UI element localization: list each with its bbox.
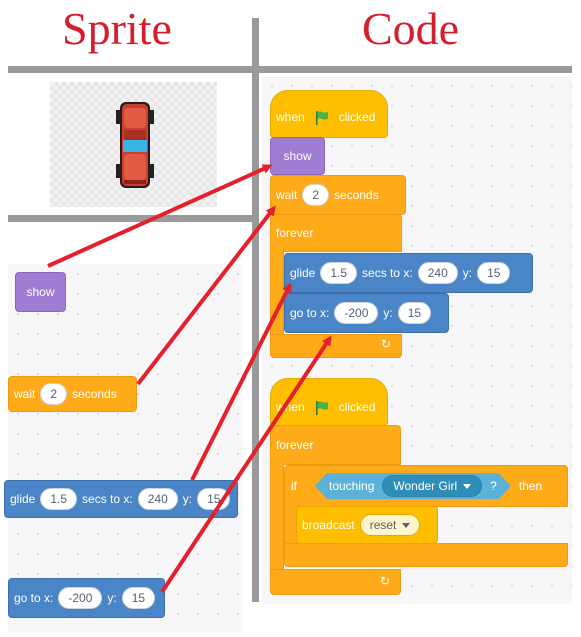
show-label: show xyxy=(283,149,312,163)
when-label: when xyxy=(276,400,305,414)
sprite-heading: Sprite xyxy=(62,3,172,54)
code-wait-block[interactable]: wait 2 seconds xyxy=(270,175,406,215)
goto-label: go to x: xyxy=(290,306,330,320)
y-label: y: xyxy=(383,306,393,320)
message-label: reset xyxy=(369,518,397,532)
glide-secs-input[interactable]: 1.5 xyxy=(40,488,78,510)
chevron-down-icon xyxy=(402,522,411,528)
goto-y-input[interactable]: 15 xyxy=(397,302,432,324)
when-flag-clicked-hat[interactable]: when clicked xyxy=(270,90,388,138)
glide-y-input[interactable]: 15 xyxy=(477,262,511,284)
glide-secs-input[interactable]: 1.5 xyxy=(320,262,358,284)
goto-x-input[interactable]: -200 xyxy=(58,587,103,609)
touching-target-dropdown[interactable]: Wonder Girl xyxy=(382,475,482,497)
when-flag-clicked-hat-2[interactable]: when clicked xyxy=(270,378,388,426)
sprite-glide-block[interactable]: glide 1.5 secs to x: 240 y: 15 xyxy=(4,480,238,518)
clicked-label: clicked xyxy=(338,400,376,414)
forever-1-footer: ↻ xyxy=(270,334,402,358)
wait-label: wait xyxy=(14,387,36,401)
broadcast-label: broadcast xyxy=(302,518,355,532)
when-label: when xyxy=(276,110,305,124)
goto-x-input[interactable]: -200 xyxy=(334,302,379,324)
sprite-blocks-panel xyxy=(8,264,242,632)
wait-seconds-input[interactable]: 2 xyxy=(302,184,330,206)
y-label: y: xyxy=(182,492,193,506)
broadcast-block[interactable]: broadcast reset xyxy=(296,506,438,544)
loop-arrow-icon: ↻ xyxy=(379,574,390,588)
touching-label: touching xyxy=(329,479,375,493)
question-mark: ? xyxy=(490,479,497,493)
green-flag-icon xyxy=(314,110,330,125)
y-label: y: xyxy=(107,591,117,605)
then-label: then xyxy=(518,479,543,493)
vertical-divider xyxy=(252,18,259,602)
goto-label: go to x: xyxy=(14,591,54,605)
chevron-down-icon xyxy=(463,484,471,489)
seconds-label: seconds xyxy=(334,188,379,202)
code-glide-block[interactable]: glide 1.5 secs to x: 240 y: 15 xyxy=(284,253,533,293)
glide-x-input[interactable]: 240 xyxy=(137,488,178,510)
clicked-label: clicked xyxy=(338,110,376,124)
secs-to-label: secs to x: xyxy=(82,492,133,506)
sprite-wait-block[interactable]: wait 2 seconds xyxy=(8,376,137,412)
glide-x-input[interactable]: 240 xyxy=(417,262,458,284)
forever-2-arm xyxy=(270,463,284,571)
green-flag-icon xyxy=(314,400,330,415)
code-heading: Code xyxy=(362,3,460,54)
sprite-stage xyxy=(50,82,217,207)
code-show-block[interactable]: show xyxy=(270,137,325,175)
red-car-sprite xyxy=(116,102,154,188)
if-footer xyxy=(284,543,568,567)
y-label: y: xyxy=(462,266,473,280)
loop-arrow-icon: ↻ xyxy=(380,337,391,351)
secs-to-label: secs to x: xyxy=(362,266,413,280)
broadcast-message-dropdown[interactable]: reset xyxy=(359,514,421,536)
sprite-show-block[interactable]: show xyxy=(15,272,66,312)
glide-y-input[interactable]: 15 xyxy=(197,488,231,510)
forever-label: forever xyxy=(276,226,314,240)
seconds-label: seconds xyxy=(72,387,117,401)
forever-block-1[interactable]: forever xyxy=(270,214,402,252)
glide-label: glide xyxy=(10,492,36,506)
forever-2-footer: ↻ xyxy=(270,569,401,595)
forever-block-2[interactable]: forever xyxy=(270,425,401,465)
forever-label: forever xyxy=(276,438,314,452)
forever-1-arm xyxy=(270,250,284,336)
code-goto-block[interactable]: go to x: -200 y: 15 xyxy=(284,293,449,333)
glide-label: glide xyxy=(290,266,316,280)
goto-y-input[interactable]: 15 xyxy=(121,587,156,609)
touching-condition[interactable]: touching Wonder Girl ? xyxy=(315,473,511,499)
target-label: Wonder Girl xyxy=(393,479,458,493)
sprite-divider xyxy=(8,215,256,222)
show-label: show xyxy=(26,285,55,299)
if-block[interactable]: if touching Wonder Girl ? then xyxy=(284,465,568,507)
if-label: if xyxy=(291,479,297,493)
top-divider xyxy=(8,66,572,73)
wait-seconds-input[interactable]: 2 xyxy=(40,383,68,405)
wait-label: wait xyxy=(276,188,298,202)
sprite-goto-block[interactable]: go to x: -200 y: 15 xyxy=(8,578,165,618)
